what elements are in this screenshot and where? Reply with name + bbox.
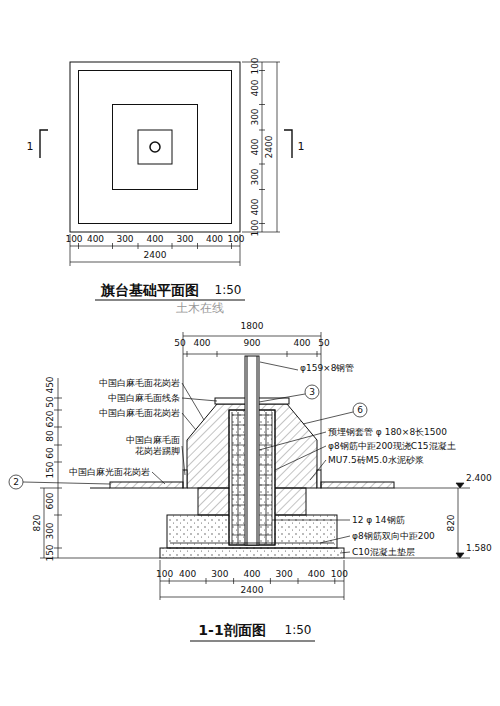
elevation-text: 2.400 bbox=[466, 473, 492, 484]
dimension-text: 600 bbox=[45, 492, 56, 509]
dimension-text: 300 bbox=[250, 168, 261, 185]
dimension-text: 400 bbox=[250, 79, 261, 96]
dimension-text: 400 bbox=[250, 198, 261, 215]
dimension-text: 400 bbox=[308, 569, 325, 580]
dimension-text: 100 bbox=[250, 57, 261, 74]
dimension-text: 400 bbox=[243, 569, 260, 580]
material-note: 12 φ 14钢筋 bbox=[352, 515, 405, 526]
watermark: 土木在线 bbox=[176, 301, 224, 315]
material-note: 中国白麻毛面线条 bbox=[108, 393, 180, 404]
dimension-text: 400 bbox=[193, 338, 210, 349]
dimension-text: 820 bbox=[32, 514, 43, 531]
plan-view bbox=[40, 62, 292, 300]
material-note: φ159×8钢管 bbox=[300, 363, 354, 374]
dimension-text: 400 bbox=[179, 569, 196, 580]
material-note: 中国白麻毛面花岗岩 bbox=[99, 378, 180, 389]
dimension-text: 300 bbox=[276, 569, 293, 580]
material-note: MU7.5砖M5.0水泥砂浆 bbox=[328, 455, 424, 466]
dimension-text: 400 bbox=[293, 338, 310, 349]
dimension-text: 150 bbox=[45, 544, 56, 561]
material-note: 中国白麻光面花岗岩 bbox=[69, 467, 150, 478]
dimension-text: 100 bbox=[156, 569, 173, 580]
dimension-text: 100 bbox=[65, 234, 82, 245]
dimension-text: 820 bbox=[446, 514, 457, 531]
dimension-text: 300 bbox=[211, 569, 228, 580]
material-note: φ8钢筋双向中距200 bbox=[352, 531, 435, 542]
dimension-text: 150 bbox=[45, 461, 56, 478]
dimension-text: 2400 bbox=[144, 250, 167, 261]
material-note: 中国白麻毛面花岗岩 bbox=[99, 408, 180, 419]
section-mark: 1 bbox=[298, 140, 305, 153]
drawing-title: 旗台基础平面图 bbox=[101, 282, 199, 299]
dimension-text: 2400 bbox=[264, 136, 275, 159]
material-note: C10混凝土垫层 bbox=[352, 547, 415, 558]
dimension-text: 400 bbox=[206, 234, 223, 245]
dimension-text: 50 bbox=[174, 338, 185, 349]
callout-number: 3 bbox=[309, 387, 315, 398]
dimension-text: 300 bbox=[116, 234, 133, 245]
dimension-text: 60 bbox=[45, 447, 56, 458]
section-mark: 1 bbox=[27, 140, 34, 153]
section-view bbox=[9, 332, 470, 641]
dimension-text: 400 bbox=[250, 138, 261, 155]
elevation-text: 1.580 bbox=[466, 543, 492, 554]
material-note: 预埋钢套管 φ 180×8长1500 bbox=[328, 427, 447, 438]
callout-number: 6 bbox=[357, 405, 363, 416]
dimension-text: 400 bbox=[146, 234, 163, 245]
dimension-text: 1800 bbox=[241, 321, 264, 332]
dimension-text: 80 bbox=[45, 430, 56, 441]
dimension-text: 300 bbox=[250, 108, 261, 125]
drawing-scale: 1:50 bbox=[215, 283, 242, 297]
dimension-text: 450 bbox=[45, 376, 56, 393]
dimension-text: 300 bbox=[176, 234, 193, 245]
drawing-scale: 1:50 bbox=[285, 623, 312, 637]
dimension-text: 300 bbox=[45, 522, 56, 539]
dimension-text: 50 bbox=[318, 338, 329, 349]
dimension-text: 400 bbox=[87, 234, 104, 245]
dimension-text: 100 bbox=[227, 234, 244, 245]
callout-number: 2 bbox=[13, 477, 19, 488]
drawing-title: 1-1剖面图 bbox=[198, 622, 265, 639]
material-note: φ8钢筋中距200现浇C15混凝土 bbox=[328, 441, 456, 452]
dimension-text: 50 bbox=[45, 396, 56, 407]
dimension-text: 100 bbox=[250, 219, 261, 236]
dimension-text: 2400 bbox=[241, 585, 264, 596]
material-note: 中国白麻毛面 花岗岩踢脚 bbox=[122, 435, 180, 457]
dimension-text: 100 bbox=[331, 569, 348, 580]
dimension-text: 620 bbox=[45, 410, 56, 427]
dimension-text: 900 bbox=[243, 338, 260, 349]
